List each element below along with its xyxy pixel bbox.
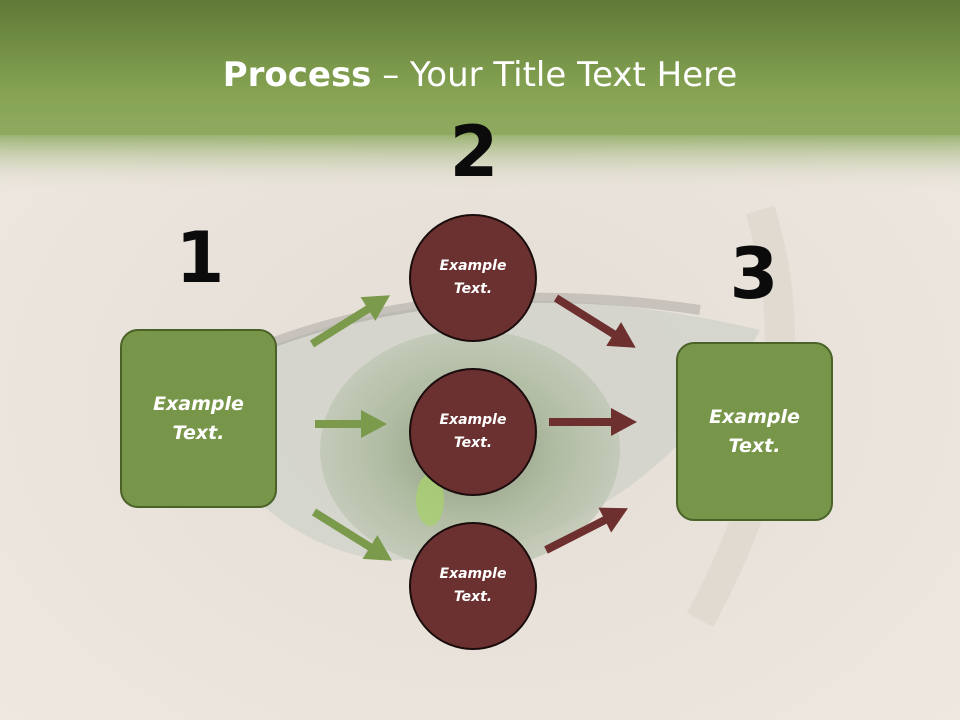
title-rest: – Your Title Text Here: [371, 55, 738, 95]
step-number-3: 3: [729, 233, 779, 315]
end-box: Example Text.: [676, 342, 833, 521]
arrow-maroon-down: [553, 294, 636, 348]
circle-top: Example Text.: [409, 214, 537, 342]
arrow-green-up: [309, 295, 391, 348]
circle-top-label: Example Text.: [439, 258, 507, 297]
title-bold: Process: [222, 55, 372, 95]
circle-bottom-label: Example Text.: [439, 566, 507, 605]
start-box-label: Example Text.: [153, 392, 244, 444]
circle-middle: Example Text.: [409, 368, 537, 496]
step-number-2: 2: [449, 111, 499, 193]
start-box: Example Text.: [120, 329, 277, 508]
arrow-maroon-right: [549, 408, 637, 436]
circle-middle-label: Example Text.: [439, 412, 507, 451]
circle-bottom: Example Text.: [409, 522, 537, 650]
step-number-1: 1: [175, 217, 225, 299]
arrow-maroon-up: [544, 507, 628, 554]
slide-title: Process – Your Title Text Here: [0, 52, 960, 98]
end-box-label: Example Text.: [709, 405, 800, 457]
arrow-green-right: [315, 410, 387, 438]
arrow-green-down: [311, 508, 393, 561]
